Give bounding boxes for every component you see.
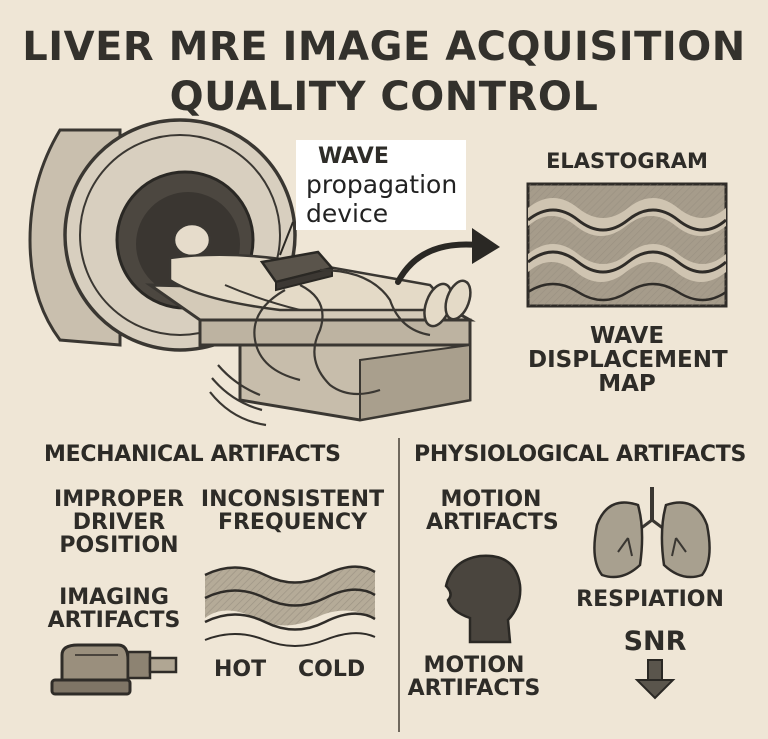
improper-line-3: POSITION [59, 533, 179, 559]
snr-label: SNR [623, 626, 687, 657]
imaging-artifacts: IMAGING ARTIFACTS [44, 586, 184, 632]
inconsistent-line-1: INCONSISTENT [200, 487, 385, 512]
arrow-icon [395, 228, 500, 285]
inconsistent-line-2: FREQUENCY [217, 510, 368, 536]
head-profile-icon [444, 554, 522, 644]
device-label-wave: WAVE [318, 144, 389, 169]
patient [168, 221, 472, 328]
elastogram-title: ELASTOGRAM [546, 149, 708, 173]
motion-bottom-line-2: ARTIFACTS [407, 676, 541, 702]
wave-lines [209, 268, 431, 427]
elastogram-caption: WAVE DISPLACEMENT MAP [528, 323, 728, 398]
improper-driver-position: IMPROPER DRIVER POSITION [44, 488, 194, 557]
title-line-1: LIVER MRE IMAGE ACQUISITION [22, 24, 746, 70]
imaging-line-1: IMAGING [59, 585, 169, 610]
title-line-2: QUALITY CONTROL [169, 74, 599, 120]
down-arrow-icon [634, 659, 676, 700]
driver-device-icon [50, 643, 178, 696]
imaging-line-2: ARTIFACTS [47, 608, 181, 634]
motion-artifacts-top: MOTION ARTIFACTS [426, 487, 559, 536]
physiological-artifacts-header: PHYSIOLOGICAL ARTIFACTS [414, 442, 747, 467]
device-label-device: device [306, 199, 389, 228]
motion-artifacts-bottom: MOTION ARTIFACTS [404, 654, 544, 700]
device-label-propagation: propagation [306, 170, 458, 199]
lungs-icon [593, 487, 711, 579]
motion-top-line-2: ARTIFACTS [426, 510, 559, 536]
caption-line-3: MAP [598, 371, 656, 398]
elastogram-map [526, 182, 728, 308]
respiation-label: RESPIATION [576, 587, 724, 612]
caption-line-2: DISPLACEMENT [528, 347, 728, 374]
device-label-box [296, 140, 466, 230]
improper-line-1: IMPROPER [54, 487, 184, 512]
motion-bottom-line-1: MOTION [423, 653, 525, 678]
inconsistent-frequency: INCONSISTENT FREQUENCY [200, 488, 385, 534]
hot-label: HOT [214, 657, 267, 682]
motion-top-line-1: MOTION [440, 487, 542, 512]
mechanical-artifacts-header: MECHANICAL ARTIFACTS [44, 442, 341, 467]
frequency-wave-swatch [204, 565, 376, 647]
page-title: LIVER MRE IMAGE ACQUISITION QUALITY CONT… [0, 22, 768, 122]
improper-line-2: DRIVER [72, 510, 166, 536]
cold-label: COLD [298, 657, 366, 682]
caption-line-1: WAVE [589, 323, 665, 349]
